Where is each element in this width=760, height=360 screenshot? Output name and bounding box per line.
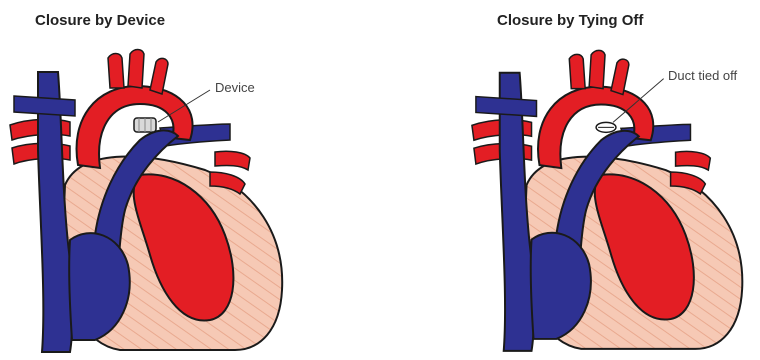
aortic-branch <box>128 50 144 89</box>
duct-ligature <box>596 122 616 132</box>
pulmonary-vein <box>676 151 711 170</box>
pulmonary-artery-branch <box>476 97 537 117</box>
closure-device <box>134 118 156 132</box>
aortic-branch <box>589 50 605 88</box>
aortic-branch <box>569 54 585 88</box>
aortic-branch <box>108 54 124 89</box>
pulmonary-vein <box>215 151 250 170</box>
heart-diagram-device <box>0 0 300 360</box>
callout-duct-tied-off-label: Duct tied off <box>668 68 737 83</box>
callout-device-label: Device <box>215 80 255 95</box>
pulmonary-artery-branch <box>14 96 75 116</box>
aortic-branch <box>150 58 168 94</box>
heart-diagram-tied-off <box>462 0 760 360</box>
aortic-branch <box>611 59 629 94</box>
